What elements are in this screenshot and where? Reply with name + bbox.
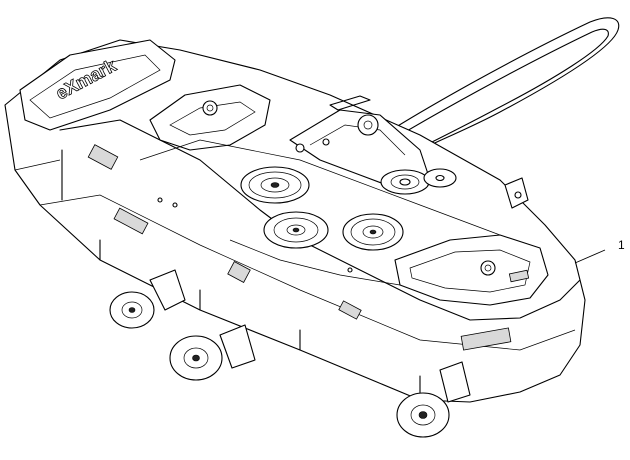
drive-belt: [359, 17, 620, 153]
deck-rim: [139, 139, 501, 286]
cover-knob-left-icon: [202, 100, 218, 116]
right-idler-pulleys: [380, 168, 457, 195]
right-belt-cover: [394, 234, 549, 306]
callout-1-label: 1: [618, 238, 625, 252]
cover-knob-right-icon: [480, 260, 496, 276]
idler-arm-assembly: [289, 95, 431, 191]
callout-1: 1: [574, 238, 625, 264]
left-belt-cover: [149, 84, 271, 151]
rear-mount-bracket: [504, 177, 529, 209]
anti-scalp-wheels: [109, 269, 471, 438]
decal-front-icon: [113, 207, 149, 235]
tensioner-bolt-icon: [295, 143, 305, 153]
idler-pulley-top-icon: [357, 114, 379, 136]
callout-1-leader: [574, 249, 606, 264]
safety-decals: [87, 144, 512, 351]
decal-right-icon: [460, 327, 512, 351]
logo-plate: eXmark: [19, 39, 176, 131]
spindle-pulleys: [240, 166, 404, 251]
decal-mid-icon: [227, 261, 251, 283]
decal-chute-icon: [338, 300, 362, 320]
decal-left-icon: [87, 144, 119, 170]
cover-label: [508, 269, 530, 283]
tensioner-bolt-2-icon: [322, 138, 330, 146]
